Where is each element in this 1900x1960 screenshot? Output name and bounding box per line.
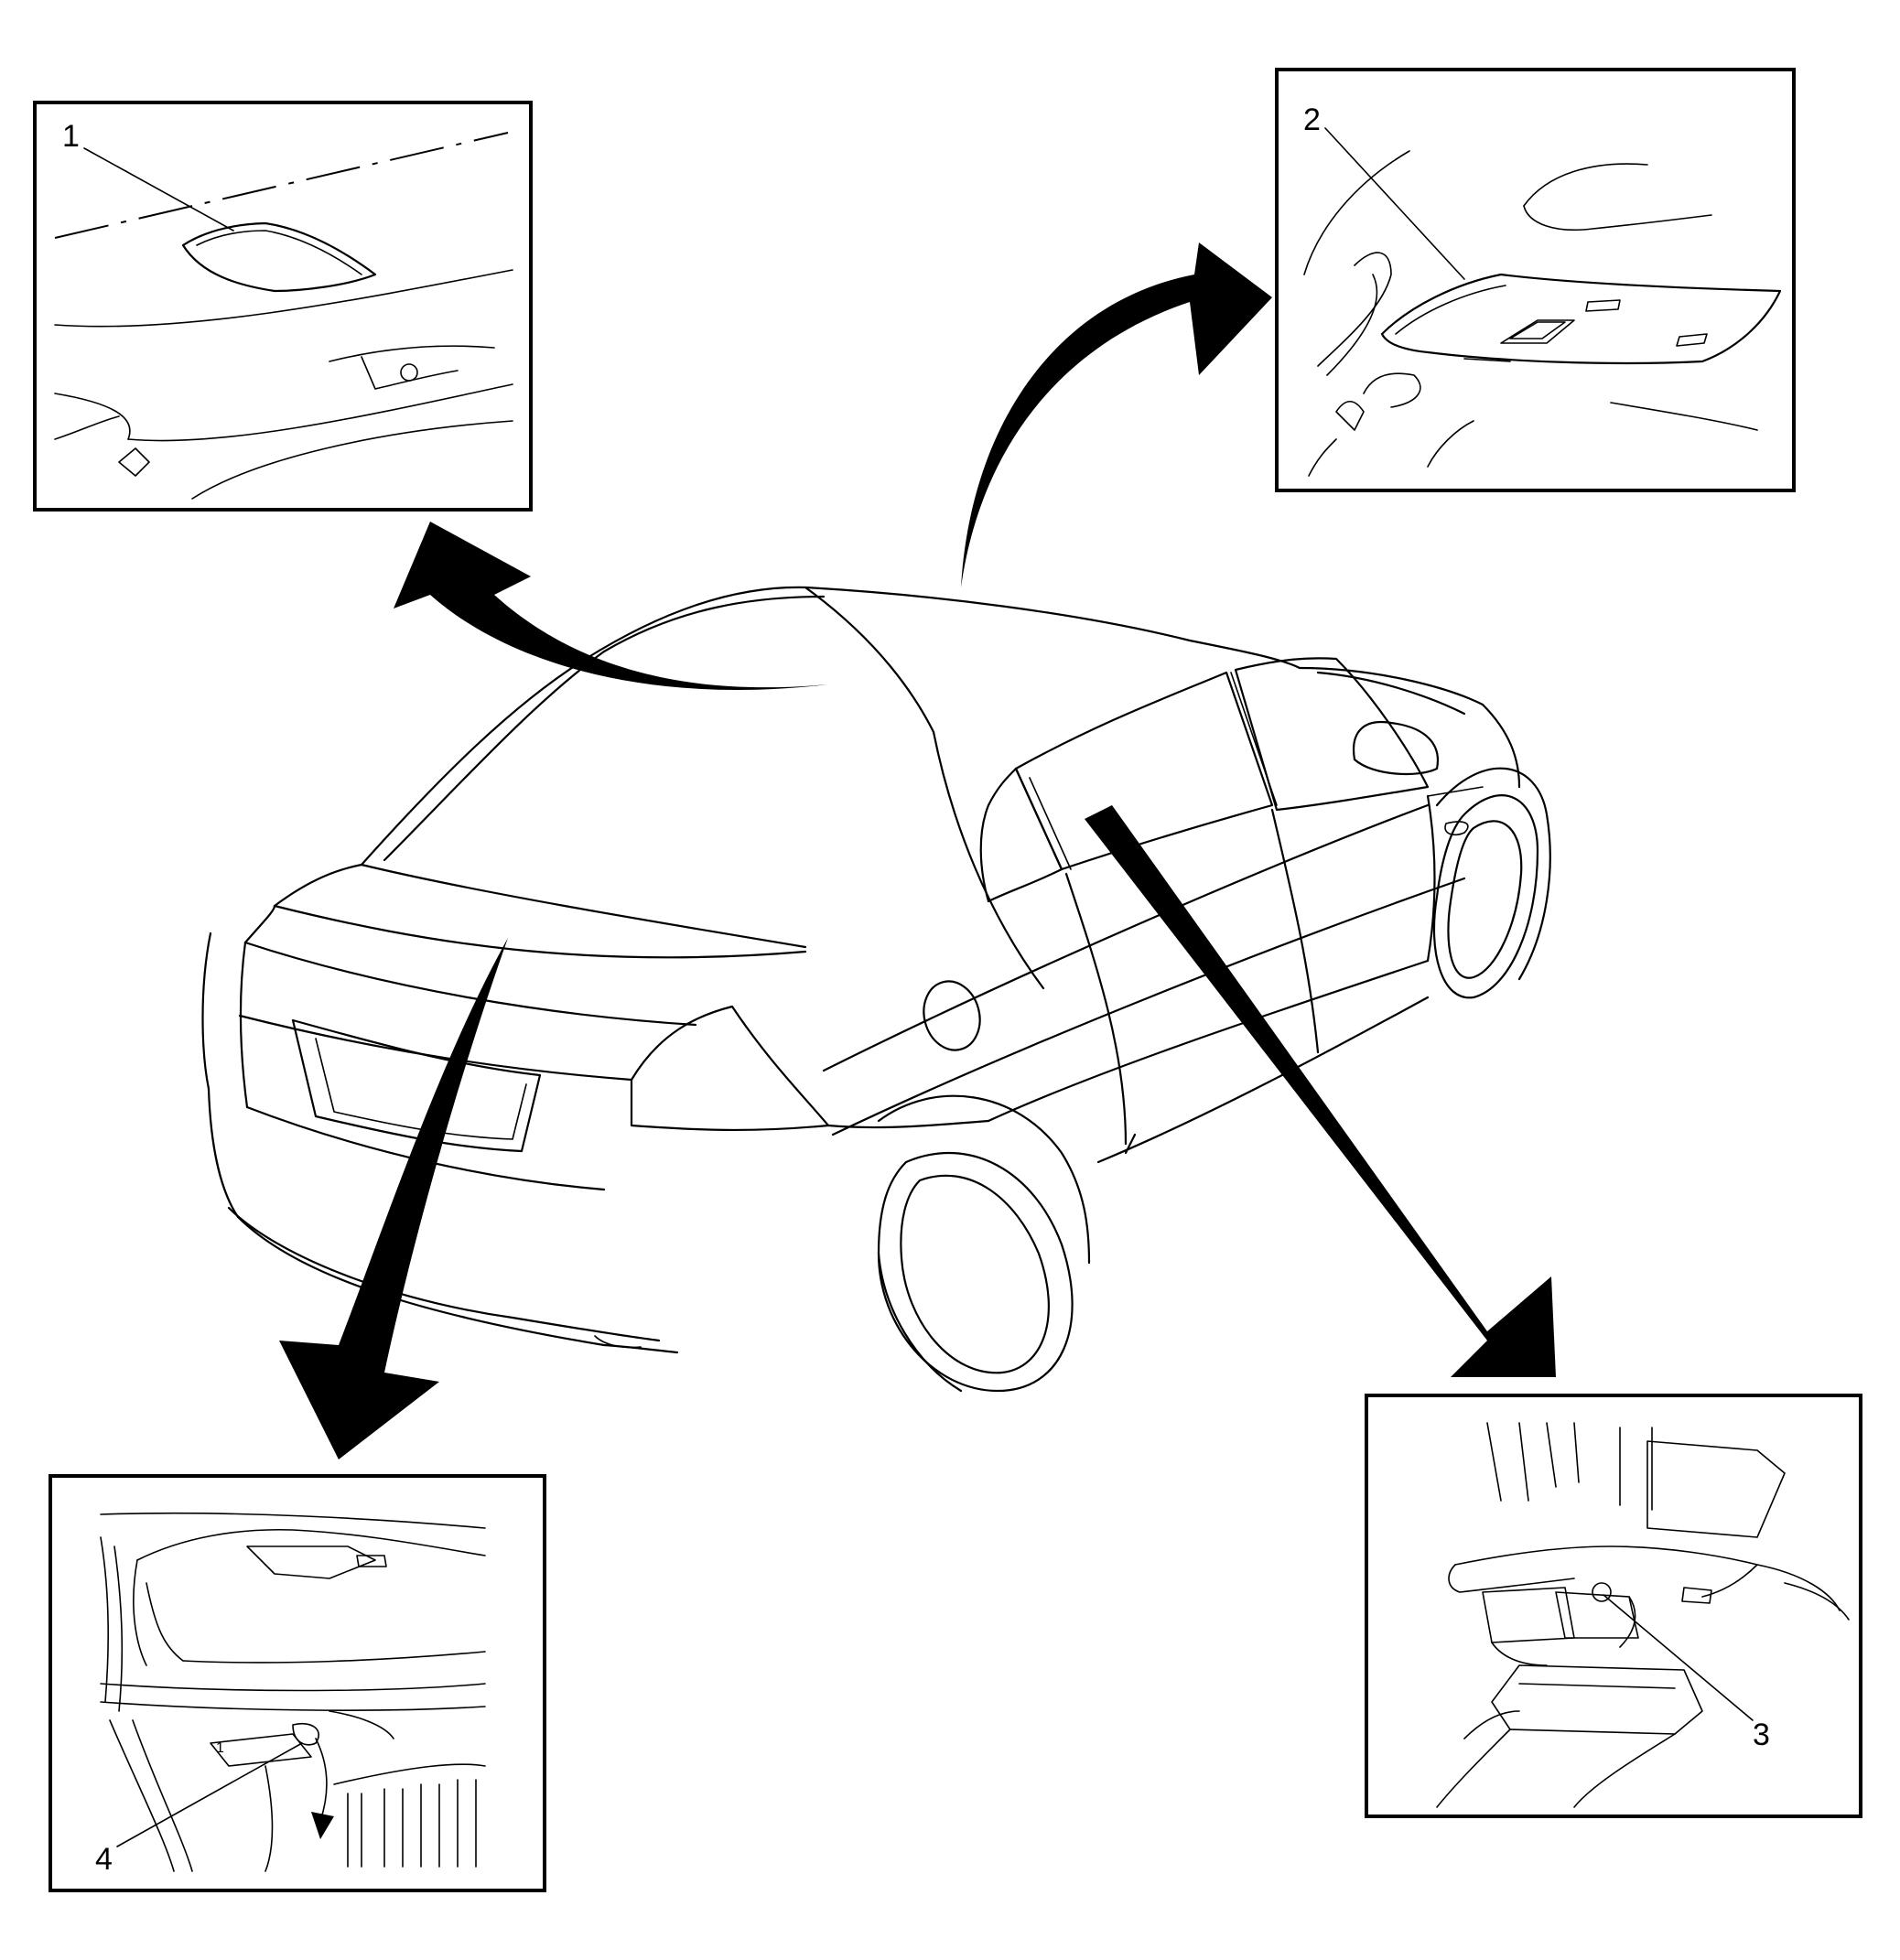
inset-rear-dome-lamp: 1 [33, 101, 533, 512]
arrow-to-inset-4 [279, 938, 508, 1459]
callout-2: 2 [1303, 102, 1321, 137]
callout-3: 3 [1753, 1718, 1770, 1752]
pointer-arrows [279, 242, 1556, 1459]
arrow-to-inset-3 [1085, 805, 1556, 1377]
sedan-rear-three-quarter-view [201, 586, 1551, 1393]
inset-overhead-console-module: 3 [1365, 1394, 1862, 1818]
callout-1: 1 [62, 119, 80, 154]
inset-rear-compartment-lamp: 1 4 [49, 1474, 546, 1892]
callout-4-small-label: 1 [216, 1740, 224, 1756]
arrow-to-inset-2 [961, 242, 1272, 587]
inset-front-overhead-console: 2 [1275, 68, 1796, 492]
callout-4: 4 [95, 1842, 113, 1877]
arrow-to-inset-1 [394, 522, 828, 690]
